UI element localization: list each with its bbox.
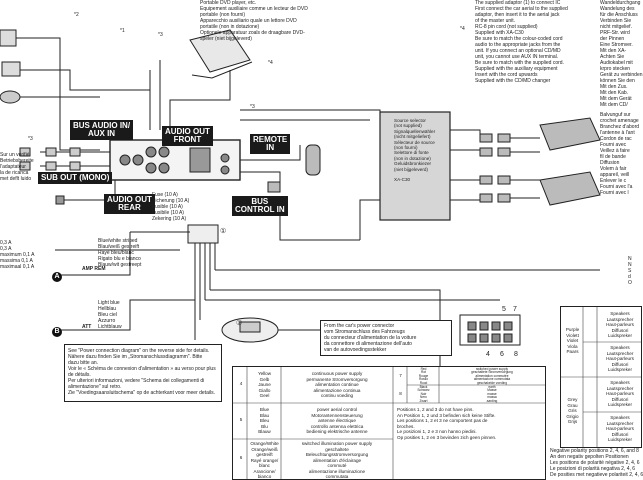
marker-3: ③ bbox=[236, 320, 243, 327]
remote-in-label: REMOTE IN bbox=[250, 134, 291, 154]
speaker-note-1: Speakers Lautsprecher Haut-parleurs Diff… bbox=[606, 311, 634, 338]
speaker-table-grid bbox=[561, 307, 641, 447]
source-selector-text: Source selector (not supplied) Signalque… bbox=[394, 118, 436, 183]
pin-note: Positions 1, 2 and 3 do not have pins. A… bbox=[397, 407, 497, 440]
row-5-num: 5 bbox=[239, 417, 243, 422]
bus-control-in-label: BUS CONTROL IN bbox=[232, 196, 288, 216]
grey-color: Grey Grau Gris Grigio Grijs bbox=[566, 397, 579, 424]
audio-out-front-label: AUDIO OUT FRONT bbox=[162, 126, 213, 146]
right-top-text: The supplied adaptor (1) to connect IC F… bbox=[475, 0, 568, 84]
amp-rem-label: AMP REM bbox=[82, 266, 106, 272]
sub-out-label: SUB OUT (MONO) bbox=[38, 172, 113, 184]
left-mid-text: 0,3 A 0,3 A maximum 0,1 A massima 0,1 A … bbox=[0, 240, 35, 270]
row-5-desc: power aerial control Motorantennensteuer… bbox=[306, 407, 368, 434]
svg-text:*3: *3 bbox=[28, 136, 33, 142]
bus-audio-in-label: BUS AUDIO IN/ AUX IN bbox=[70, 120, 134, 140]
blue-white-text: Blue/white striped Blau/weiß gestreift R… bbox=[98, 238, 142, 268]
power-connector-box: From the car's power connector vom Strom… bbox=[320, 320, 452, 356]
marker-1: ① bbox=[220, 228, 227, 235]
pin-table-grid bbox=[233, 367, 545, 479]
marker-a: A bbox=[52, 272, 62, 282]
svg-text:*3: *3 bbox=[250, 104, 255, 110]
right-edge-text: N N S d O bbox=[628, 256, 632, 286]
row-4-desc: continuous power supply permanente Strom… bbox=[306, 371, 368, 398]
pin-4: 4 bbox=[486, 351, 490, 358]
pin-5: 5 bbox=[502, 306, 506, 313]
speaker-note-2: Speakers Lautsprecher Haut-parleurs Diff… bbox=[606, 345, 634, 372]
att-label: ATT bbox=[82, 324, 92, 330]
see-details-text: See "Power connection diagram" on the re… bbox=[68, 348, 216, 396]
purple-color: Purple Violett Violet Viola Paars bbox=[565, 327, 580, 354]
row-7-color: Red Rot Rouge Rosso Rood bbox=[418, 367, 429, 385]
left-texts: Sur un vérifié Betriebsbereite l'adaptat… bbox=[0, 152, 34, 182]
svg-text:*3: *3 bbox=[158, 32, 163, 38]
row-4-color: Yellow Gelb Jaune Giallo Geel bbox=[257, 371, 272, 398]
speaker-note-4: Speakers Lautsprecher Haut-parleurs Diff… bbox=[606, 415, 634, 442]
pin-8: 8 bbox=[514, 351, 518, 358]
pin-7: 7 bbox=[513, 306, 517, 313]
light-blue-text: Light blue Hellblau Bleu ciel Azzurro Li… bbox=[98, 300, 122, 330]
row-8-num: 8 bbox=[399, 391, 402, 396]
row-6-num: 6 bbox=[239, 455, 243, 460]
see-details-box: See "Power connection diagram" on the re… bbox=[64, 344, 222, 402]
marker-b: B bbox=[52, 327, 62, 337]
speaker-note-3: Speakers Lautsprecher Haut-parleurs Diff… bbox=[606, 380, 634, 407]
row-5-color: Blue Blau Bleu Blu Blauw bbox=[258, 407, 271, 434]
row-4-num: 4 bbox=[239, 381, 243, 386]
audio-out-rear-label: AUDIO OUT REAR bbox=[104, 194, 155, 214]
svg-text:*4: *4 bbox=[268, 60, 273, 66]
svg-text:*1: *1 bbox=[120, 28, 125, 34]
row-6-desc: switched illumination power supply gesch… bbox=[301, 441, 373, 479]
svg-text:*4: *4 bbox=[460, 26, 465, 32]
pin-table: 4 Yellow Gelb Jaune Giallo Geel continuo… bbox=[232, 366, 546, 480]
pin-6: 6 bbox=[500, 351, 504, 358]
power-connector-text: From the car's power connector vom Strom… bbox=[324, 323, 417, 353]
speaker-footnote: Negative polarity positions 2, 4, 6, and… bbox=[550, 448, 643, 478]
speaker-table: Purple Violett Violet Viola Paars Grey G… bbox=[560, 306, 642, 448]
row-8-desc: earth Masse masse massa aarding bbox=[486, 385, 498, 403]
row-8-color: Black Schwarz Noir Nero Zwart bbox=[417, 385, 430, 403]
row-7-desc: switched power supply geschaltete Stromv… bbox=[471, 367, 513, 385]
right-column-text: Wandeldurchgang Wandelung des für die An… bbox=[600, 0, 643, 108]
row-6-color: Orange/White Orange/weiß gestreift Rayé … bbox=[250, 441, 279, 479]
svg-text:*2: *2 bbox=[74, 12, 79, 18]
row-7-num: 7 bbox=[399, 373, 402, 378]
right-column-text-2: Balvunguf sur crochet amenage Branchez d… bbox=[600, 112, 640, 196]
dvd-top-text: Portable DVD player, etc. Equipement aux… bbox=[200, 0, 308, 42]
fuse-text: Fuse (10 A) Sicherung (10 A) Fusible (10… bbox=[152, 192, 190, 222]
